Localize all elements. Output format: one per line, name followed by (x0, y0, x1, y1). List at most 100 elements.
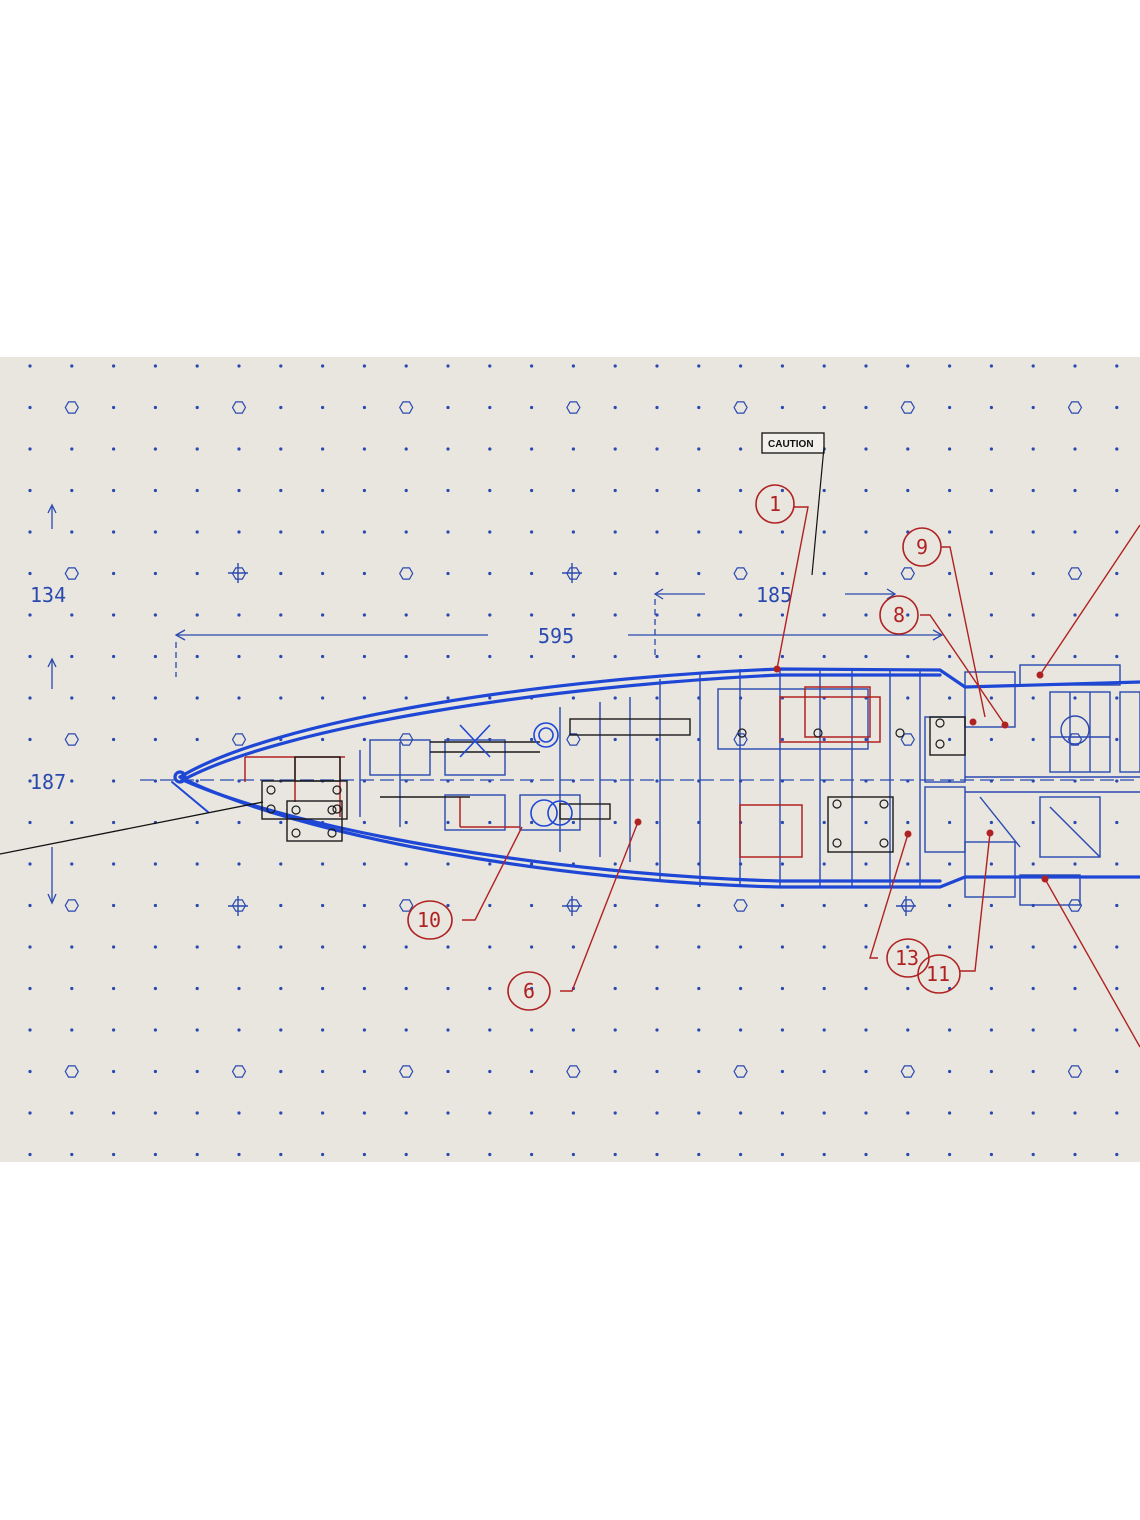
grid-dot (864, 986, 868, 991)
grid-dot (70, 364, 74, 368)
grid-dot (780, 1069, 785, 1074)
grid-dot (446, 1069, 450, 1074)
grid-dot (1073, 820, 1077, 825)
grid-dot (446, 1028, 450, 1032)
grid-dot (613, 530, 617, 534)
grid-hex-marker (64, 899, 79, 912)
grid-dot (279, 488, 283, 493)
grid-dot (237, 1152, 241, 1157)
grid-hex-marker (733, 567, 748, 580)
caution-tag: CAUTION (761, 432, 825, 576)
grid-dot (279, 862, 283, 866)
grid-dot (864, 654, 868, 659)
grid-dot (153, 986, 157, 991)
grid-dot (697, 1069, 701, 1074)
grid-dot (948, 1111, 952, 1115)
grid-dot (488, 1069, 492, 1074)
grid-dot (446, 1152, 450, 1157)
grid-dot (739, 447, 743, 451)
grid-dot (697, 571, 701, 576)
grid-dot (321, 405, 325, 410)
grid-dot (655, 737, 659, 742)
grid-dot (655, 613, 659, 617)
grid-dot (906, 945, 910, 949)
grid-dot (530, 1069, 534, 1074)
grid-dot (1115, 779, 1119, 783)
grid-dot (1073, 1152, 1077, 1157)
grid-dot (112, 1028, 116, 1032)
grid-dot (153, 405, 157, 410)
grid-hex-marker (566, 401, 581, 414)
blueprint-sheet: 134 187 595 185 (0, 357, 1140, 1162)
grid-dot (864, 405, 868, 410)
grid-dot (488, 405, 492, 410)
grid-dot (780, 737, 785, 742)
grid-dot (864, 571, 868, 576)
grid-dot (697, 903, 701, 908)
grid-dot (864, 862, 868, 866)
grid-dot (571, 945, 576, 949)
grid-dot (697, 986, 701, 991)
dimension-lines (47, 503, 1140, 905)
grid-dot (153, 364, 157, 368)
grid-dot (697, 654, 701, 659)
grid-dot (488, 571, 492, 576)
grid-dot (28, 862, 32, 866)
grid-dot (822, 405, 826, 410)
grid-dot (571, 820, 576, 825)
grid-dot (697, 1152, 701, 1157)
grid-dot (153, 696, 157, 700)
grid-dot (70, 447, 74, 451)
grid-dot (906, 488, 910, 493)
grid-dot (279, 820, 283, 825)
grid-hex-marker (733, 733, 748, 746)
grid-hex-marker (64, 733, 79, 746)
grid-dot (1073, 447, 1077, 451)
grid-dot (28, 1152, 32, 1157)
grid-dot (822, 1111, 826, 1115)
grid-dot (948, 447, 952, 451)
grid-dot (1031, 1028, 1035, 1032)
grid-dot (70, 945, 74, 949)
grid-dot (404, 986, 408, 991)
grid-dot (530, 1152, 534, 1157)
grid-dot (237, 654, 241, 659)
grid-dot (279, 1069, 283, 1074)
grid-dot (153, 737, 157, 742)
grid-dot (28, 696, 32, 700)
grid-dot (237, 364, 241, 368)
grid-hex-marker (1067, 1065, 1083, 1078)
grid-dot (697, 447, 701, 451)
grid-dot (195, 530, 199, 534)
grid-dot (655, 986, 659, 991)
grid-dot (195, 488, 199, 493)
grid-dot (739, 613, 743, 617)
grid-dot (195, 1069, 199, 1074)
grid-dot (446, 613, 450, 617)
grid-dot (906, 820, 910, 825)
grid-dot (989, 696, 994, 700)
grid-dot (1115, 862, 1119, 866)
grid-dot (989, 903, 994, 908)
grid-hex-marker (1067, 567, 1083, 580)
grid-dot (864, 1111, 868, 1115)
grid-dot (1073, 364, 1077, 368)
grid-dot (864, 903, 868, 908)
grid-dot (28, 737, 32, 742)
grid-dot (237, 779, 241, 783)
grid-dot (1115, 737, 1119, 742)
grid-dot (362, 654, 366, 659)
grid-dot (822, 654, 826, 659)
grid-dot (822, 1028, 826, 1032)
grid-dot (195, 1152, 199, 1157)
grid-dot (1115, 1152, 1119, 1157)
grid-dot (112, 364, 116, 368)
grid-dot (488, 1111, 492, 1115)
grid-dot (655, 1069, 659, 1074)
grid-dot (822, 945, 826, 949)
grid-dot (404, 820, 408, 825)
grid-dot (989, 1152, 994, 1157)
grid-dot (948, 613, 952, 617)
grid-dot (655, 820, 659, 825)
grid-dot (404, 364, 408, 368)
